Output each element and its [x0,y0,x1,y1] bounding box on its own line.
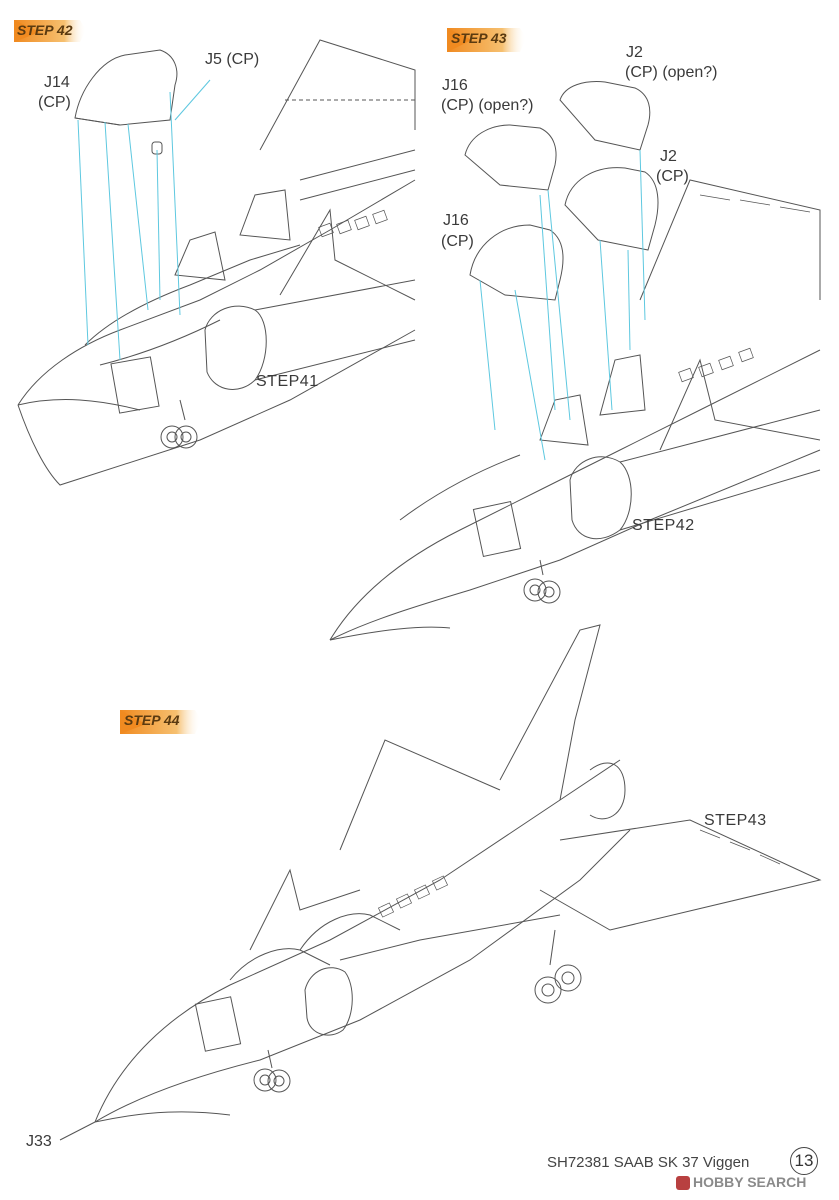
step44-badge: STEP 44 [124,712,180,728]
callout-j14: J14 [44,74,70,91]
step42-leaders [77,79,211,361]
step-badge-shapes [14,20,526,734]
callout-j16-note: (CP) [441,233,474,250]
step42-ref-label: STEP41 [256,373,319,390]
step43-leaders [479,149,646,461]
step43-badge: STEP 43 [451,30,507,46]
step42-badge: STEP 42 [17,22,73,38]
watermark-text: HOBBY SEARCH [693,1174,807,1190]
callout-j5: J5 (CP) [205,51,260,68]
step43-illustration [329,81,821,641]
callout-j16-open-note: (CP) (open?) [441,97,534,114]
callout-j14-note: (CP) [38,94,71,111]
callout-j2-open: J2 [626,44,643,61]
step44-illustration [59,624,822,1141]
step42-illustration [17,39,416,486]
callout-j33: J33 [26,1133,52,1150]
callout-j16-open: J16 [442,77,468,94]
step43-ref-label: STEP42 [632,517,695,534]
callout-j16: J16 [443,212,469,229]
step44-ref-label: STEP43 [704,812,767,829]
watermark-logo-icon [676,1176,690,1190]
page-number: 13 [790,1147,818,1175]
callout-j2-open-note: (CP) (open?) [625,64,718,81]
callout-j2: J2 [660,148,677,165]
callout-j2-note: (CP) [656,168,689,185]
kit-title: SH72381 SAAB SK 37 Viggen [547,1154,750,1171]
